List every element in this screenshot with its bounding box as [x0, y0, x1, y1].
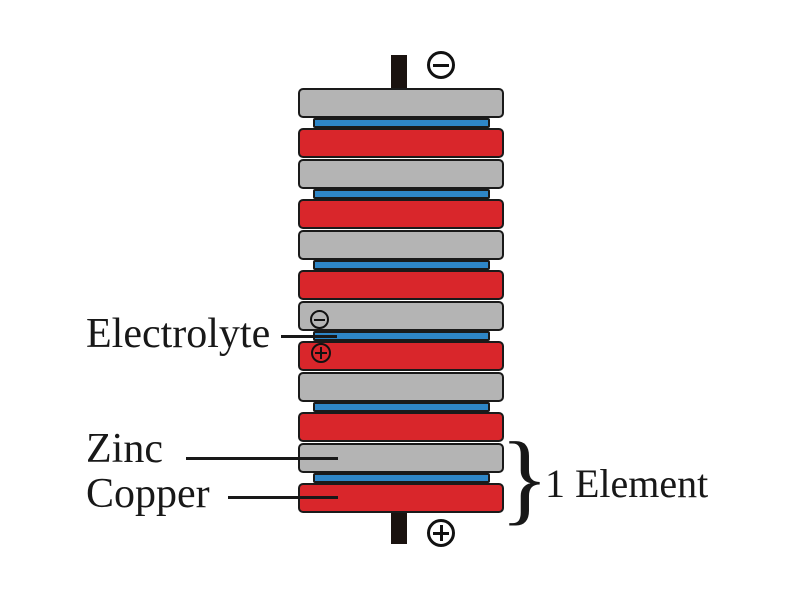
- zinc-label: Zinc: [86, 426, 163, 472]
- copper-leader-line: [228, 496, 338, 499]
- positive-terminal-post: [391, 512, 407, 544]
- plus-vbar: [320, 347, 322, 359]
- electrolyte-layer: [313, 473, 490, 483]
- minus-bar: [433, 63, 449, 67]
- electrolyte-layer: [313, 402, 490, 412]
- electrolyte-layer: [313, 331, 490, 341]
- pile-element: [298, 88, 504, 159]
- electrolyte-label: Electrolyte: [86, 311, 271, 357]
- pile-stack: [298, 88, 504, 514]
- plus-terminal-icon: [427, 519, 455, 547]
- negative-terminal-post: [391, 55, 407, 90]
- plus-vbar: [439, 525, 443, 541]
- electrolyte-layer: [313, 260, 490, 270]
- copper-layer: [298, 199, 504, 229]
- zinc-layer: [298, 301, 504, 331]
- zinc-layer: [298, 88, 504, 118]
- copper-label: Copper: [86, 471, 210, 517]
- zinc-layer: [298, 230, 504, 260]
- pile-element: [298, 443, 504, 514]
- electrolyte-leader-line: [281, 335, 337, 338]
- zinc-layer: [298, 159, 504, 189]
- copper-layer: [298, 270, 504, 300]
- element-brace: }: [500, 422, 549, 535]
- zinc-layer: [298, 372, 504, 402]
- element-label: 1 Element: [545, 461, 709, 506]
- copper-layer: [298, 128, 504, 158]
- copper-layer: [298, 412, 504, 442]
- pile-element: [298, 301, 504, 372]
- copper-layer: [298, 341, 504, 371]
- minus-terminal-icon: [427, 51, 455, 79]
- pile-element: [298, 372, 504, 443]
- pile-element: [298, 159, 504, 230]
- plus-polarity-icon: [311, 343, 331, 363]
- minus-polarity-icon: [310, 310, 329, 329]
- zinc-layer: [298, 443, 504, 473]
- electrolyte-layer: [313, 189, 490, 199]
- pile-element: [298, 230, 504, 301]
- electrolyte-layer: [313, 118, 490, 128]
- zinc-leader-line: [186, 457, 338, 460]
- minus-bar: [314, 318, 325, 321]
